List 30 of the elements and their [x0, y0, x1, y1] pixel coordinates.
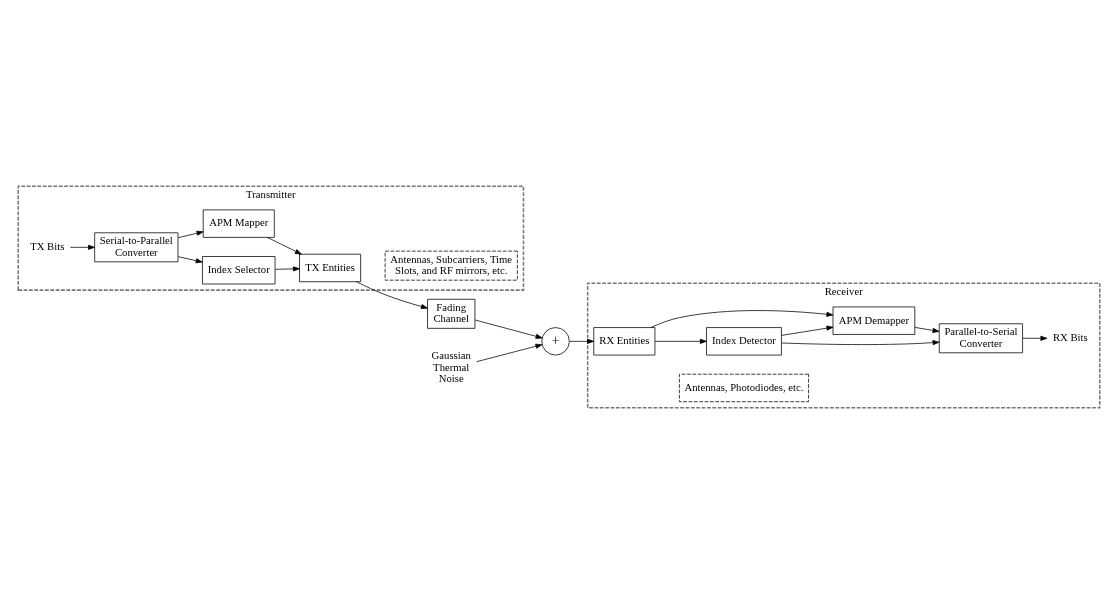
node-box: APM Demapper: [832, 306, 916, 335]
node-text: Gaussian Thermal Noise: [431, 348, 471, 384]
arrow: [781, 325, 834, 336]
arrow: [70, 244, 95, 250]
node-box: Index Detector: [706, 326, 782, 355]
node-box: Antennas, Photodiodes, etc.: [679, 373, 809, 402]
node-box: TX Entities: [299, 253, 362, 282]
arrow: [474, 319, 543, 339]
node-box: Parallel-to-Serial Converter: [938, 322, 1023, 353]
node-text: RX Bits: [1052, 330, 1088, 343]
node-circle: +: [541, 326, 570, 355]
arrow: [267, 236, 302, 255]
arrow: [781, 339, 940, 345]
node-box: Fading Channel: [427, 298, 476, 329]
arrow: [569, 338, 594, 344]
arrow: [650, 309, 834, 328]
node-box: RX Entities: [593, 326, 656, 355]
node-box: Serial-to-Parallel Converter: [94, 231, 179, 262]
arrow: [654, 338, 707, 344]
arrow: [1022, 335, 1048, 341]
arrow: [177, 230, 204, 238]
node-box: APM Mapper: [202, 209, 275, 238]
arrow: [476, 343, 543, 362]
arrow: [914, 326, 940, 333]
arrow: [177, 255, 203, 263]
arrow: [356, 280, 428, 309]
node-box: Index Selector: [202, 255, 276, 284]
node-box: Antennas, Subcarriers, Time Slots, and RF mirrors, etc.: [384, 250, 518, 281]
arrow: [274, 265, 300, 271]
node-text: TX Bits: [30, 239, 65, 252]
